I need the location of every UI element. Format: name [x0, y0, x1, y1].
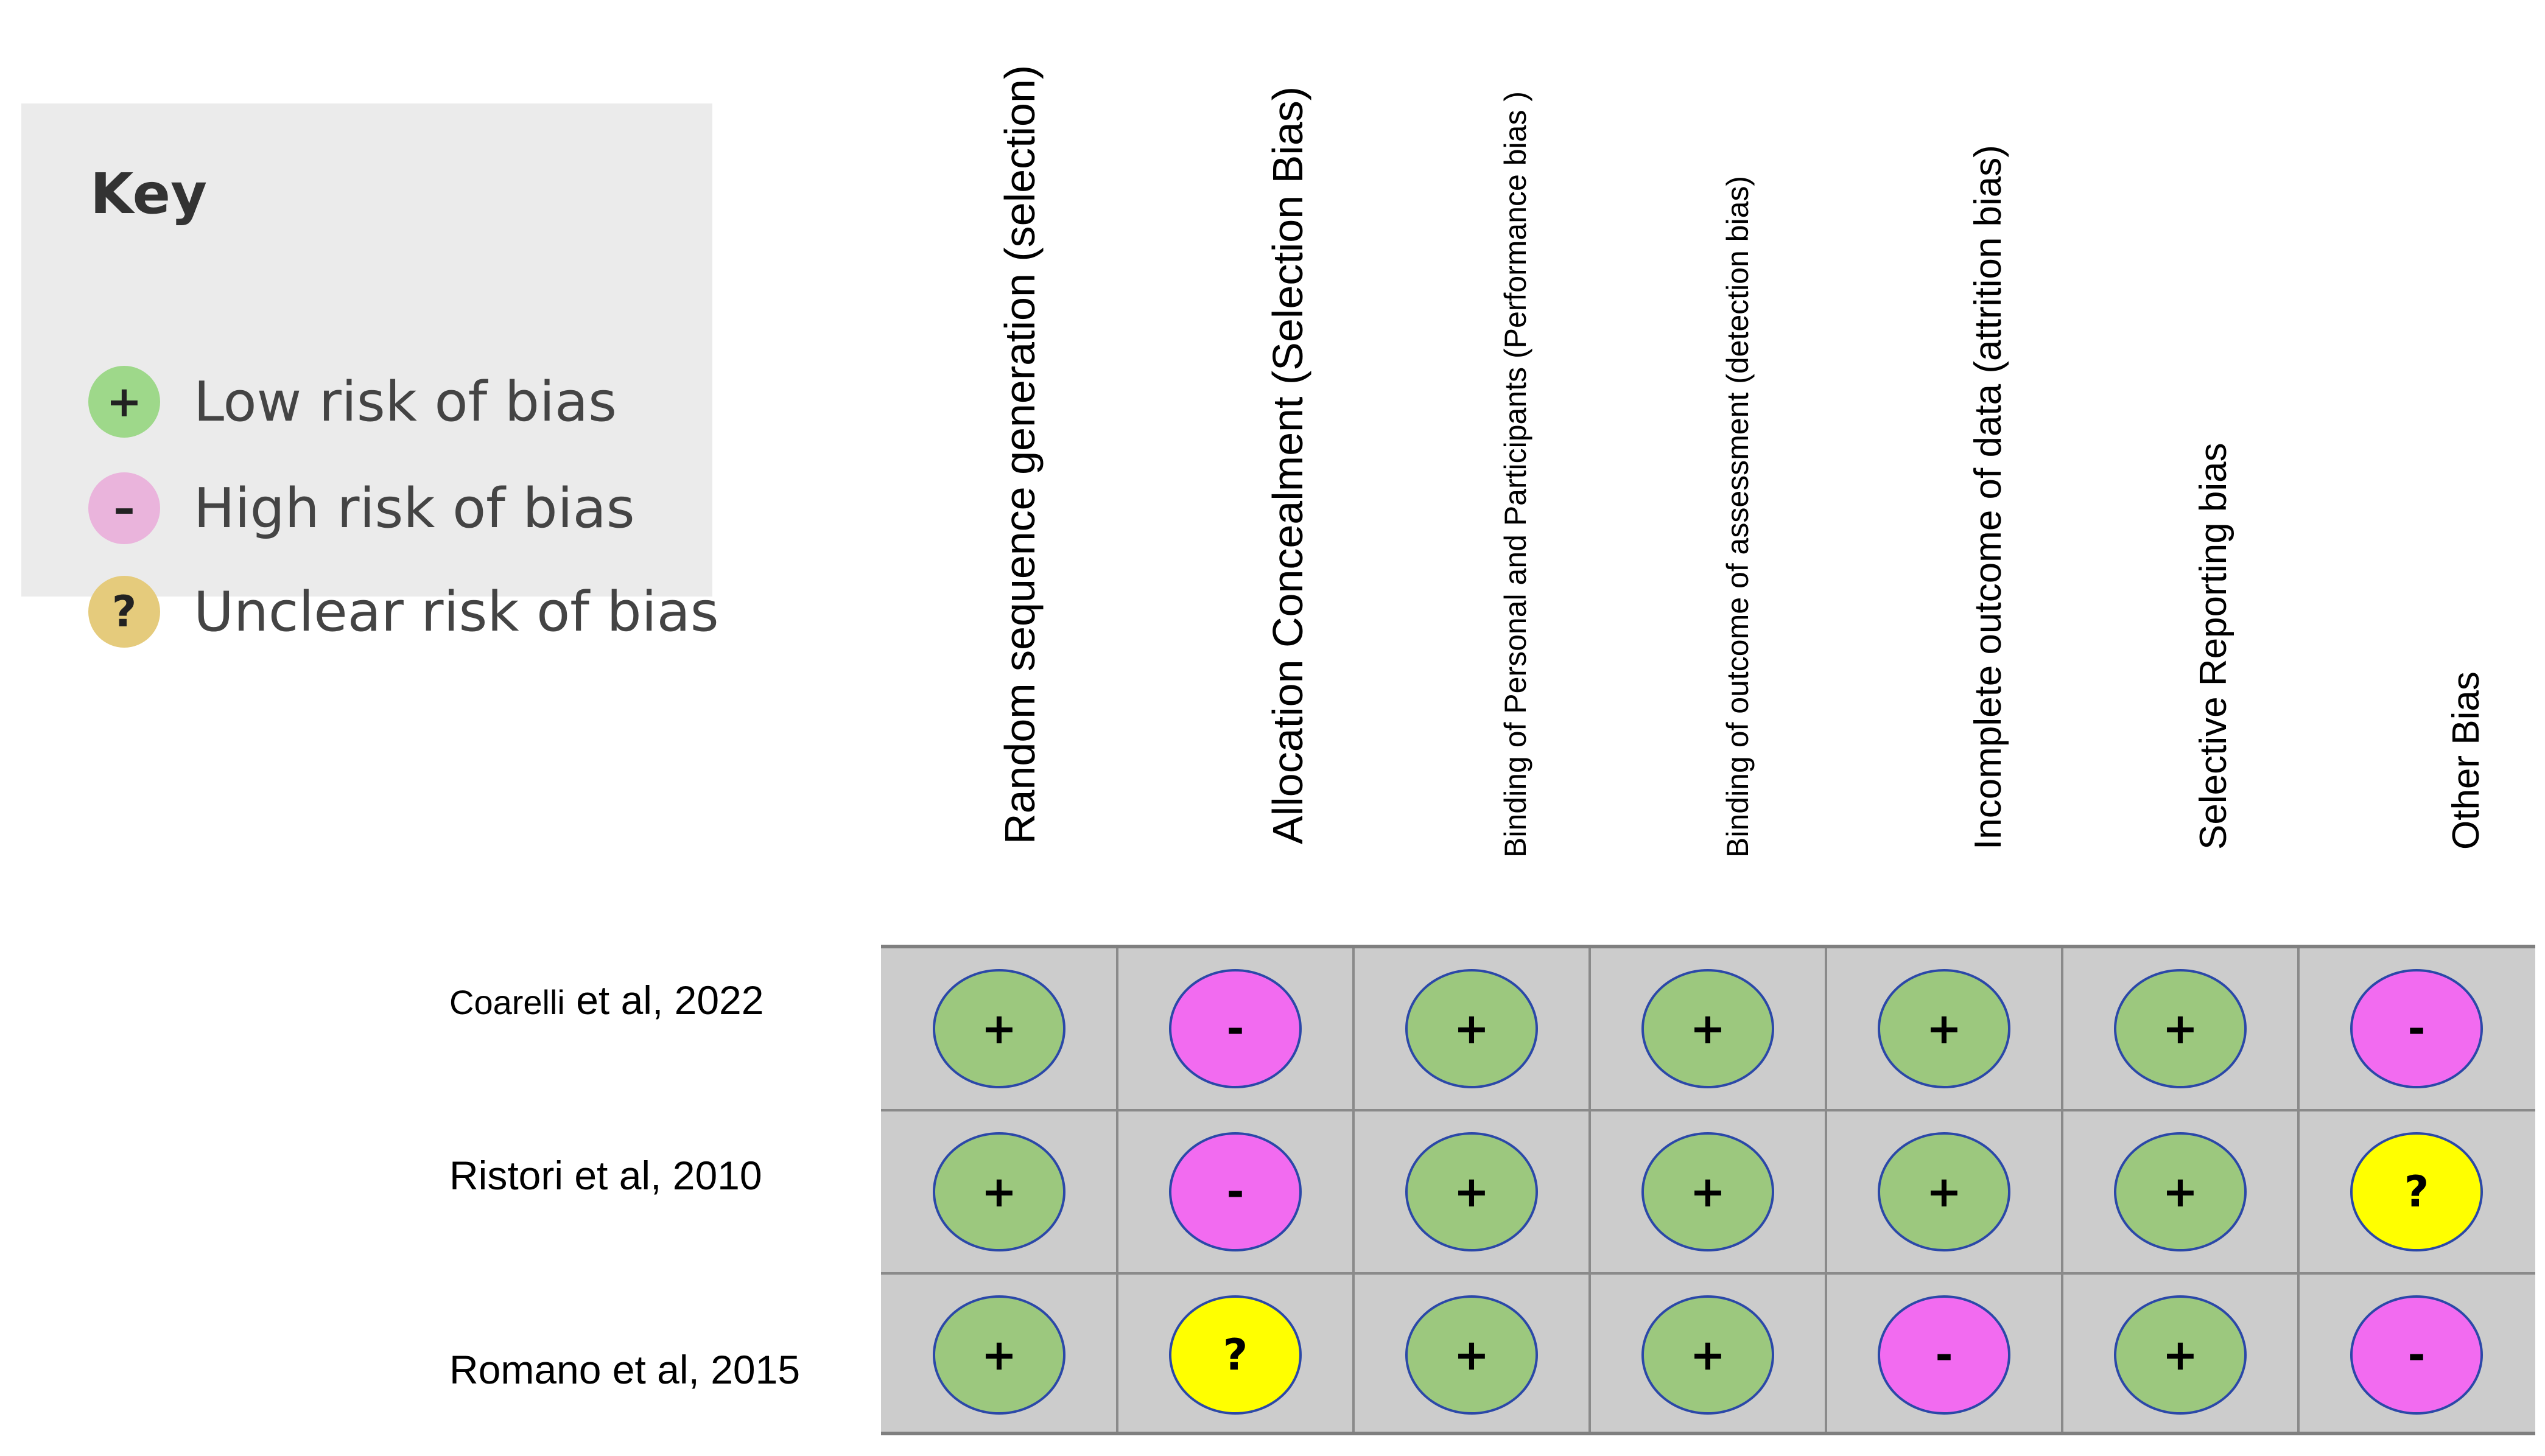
unclear-risk-indicator: ? — [2350, 1132, 2483, 1251]
high-risk-indicator: - — [1169, 969, 1302, 1088]
key-label-low: Low risk of bias — [194, 369, 617, 434]
low-risk-indicator: + — [2114, 1132, 2247, 1251]
grid-cell: + — [881, 948, 1117, 1109]
low-risk-indicator: + — [1878, 1132, 2010, 1251]
grid-cell: + — [1353, 948, 1590, 1109]
grid-cell: + — [1590, 948, 1826, 1109]
key-legend: Key + Low risk of bias – High risk of bi… — [21, 103, 719, 648]
key-label-high: High risk of bias — [194, 476, 635, 541]
low-risk-indicator: + — [1641, 1295, 1774, 1415]
low-risk-indicator: + — [2114, 1295, 2247, 1415]
low-risk-indicator: + — [1405, 969, 1538, 1088]
key-item-high: – High risk of bias — [88, 469, 635, 548]
low-risk-indicator: + — [1641, 969, 1774, 1088]
low-risk-indicator: + — [1405, 1295, 1538, 1415]
low-risk-indicator: + — [1878, 969, 2010, 1088]
grid-cell: + — [1353, 1111, 1590, 1272]
grid-cell: + — [1826, 948, 2062, 1109]
grid-cell: + — [2062, 1111, 2298, 1272]
grid-cell: - — [1826, 1275, 2062, 1435]
grid-cell: + — [2062, 948, 2298, 1109]
high-risk-indicator: - — [2350, 1295, 2483, 1415]
grid-cell: + — [881, 1275, 1117, 1435]
low-risk-indicator: + — [2114, 969, 2247, 1088]
grid-cell: - — [2298, 948, 2535, 1109]
grid-divider — [2061, 948, 2063, 1432]
question-icon: ? — [88, 576, 160, 648]
high-risk-indicator: - — [1169, 1132, 1302, 1251]
grid-cell: + — [1826, 1111, 2062, 1272]
key-item-low: + Low risk of bias — [88, 362, 617, 441]
high-risk-indicator: - — [2350, 969, 2483, 1088]
grid-cell: + — [881, 1111, 1117, 1272]
grid-cell: + — [2062, 1275, 2298, 1435]
minus-icon: – — [88, 472, 160, 544]
row-label-coarelli: Coarelli et al, 2022 — [449, 978, 764, 1023]
grid-cell: + — [1590, 1111, 1826, 1272]
low-risk-indicator: + — [933, 1295, 1065, 1415]
grid-cell: ? — [1117, 1275, 1353, 1435]
high-risk-indicator: - — [1878, 1295, 2010, 1415]
plus-icon: + — [88, 366, 160, 438]
key-label-unclear: Unclear risk of bias — [194, 579, 719, 644]
grid-divider — [1116, 948, 1118, 1432]
key-item-unclear: ? Unclear risk of bias — [88, 572, 719, 651]
key-title: Key — [90, 161, 208, 226]
grid-cell: + — [1590, 1275, 1826, 1435]
grid-divider — [881, 1109, 2535, 1111]
grid-cell: ? — [2298, 1111, 2535, 1272]
low-risk-indicator: + — [933, 1132, 1065, 1251]
grid-divider — [881, 1272, 2535, 1275]
risk-of-bias-grid: +-++++-+-++++?+?++-+- — [881, 945, 2535, 1435]
low-risk-indicator: + — [1641, 1132, 1774, 1251]
unclear-risk-indicator: ? — [1169, 1295, 1302, 1415]
low-risk-indicator: + — [933, 969, 1065, 1088]
grid-cell: - — [2298, 1275, 2535, 1435]
grid-cell: - — [1117, 948, 1353, 1109]
grid-divider — [1825, 948, 1827, 1432]
grid-divider — [2297, 948, 2300, 1432]
grid-divider — [1352, 948, 1355, 1432]
grid-cell: - — [1117, 1111, 1353, 1272]
row-label-ristori: Ristori et al, 2010 — [449, 1153, 762, 1198]
grid-divider — [1588, 948, 1591, 1432]
row-label-romano: Romano et al, 2015 — [449, 1347, 801, 1392]
grid-cell: + — [1353, 1275, 1590, 1435]
low-risk-indicator: + — [1405, 1132, 1538, 1251]
